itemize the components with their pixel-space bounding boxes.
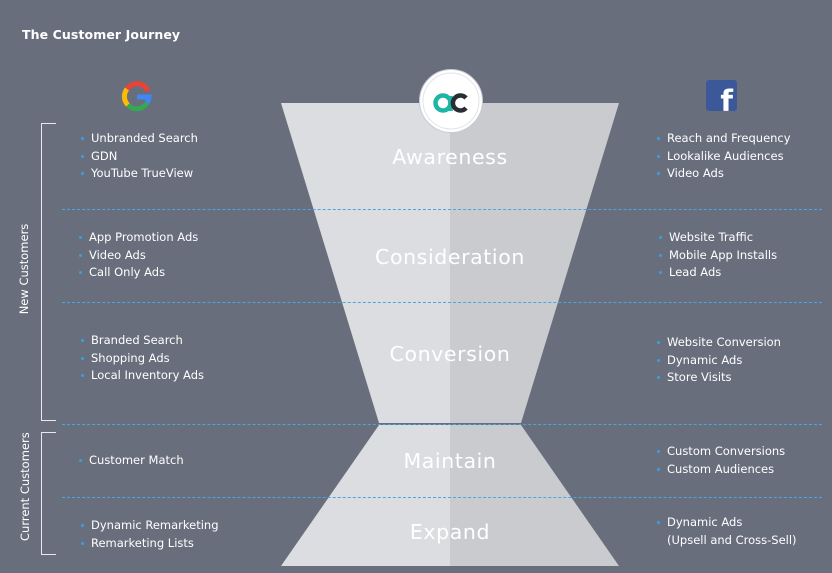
list-item: Video Ads <box>78 247 198 265</box>
facebook-logo-icon: f <box>706 80 737 111</box>
google-consideration-list: App Promotion Ads Video Ads Call Only Ad… <box>78 229 198 282</box>
google-awareness-list: Unbranded Search GDN YouTube TrueView <box>80 130 198 183</box>
google-logo-icon <box>121 81 152 112</box>
facebook-conversion-list: Website Conversion Dynamic Ads Store Vis… <box>656 334 781 387</box>
funnel-bottom-dark <box>450 425 619 566</box>
list-item: Custom Audiences <box>656 461 785 479</box>
google-maintain-list: Customer Match <box>78 452 184 470</box>
list-item: Unbranded Search <box>80 130 198 148</box>
stage-conversion: Conversion <box>389 342 511 366</box>
funnel-top-light <box>281 103 450 423</box>
list-item: Video Ads <box>656 165 791 183</box>
current-customers-label: Current Customers <box>18 432 32 541</box>
list-item: Store Visits <box>656 369 781 387</box>
list-item: Customer Match <box>78 452 184 470</box>
list-item: App Promotion Ads <box>78 229 198 247</box>
list-item: Mobile App Installs <box>658 247 777 265</box>
list-item: Dynamic Ads <box>656 352 781 370</box>
facebook-expand-list: Dynamic Ads (Upsell and Cross-Sell) <box>656 514 797 549</box>
page-title: The Customer Journey <box>22 27 181 42</box>
stage-maintain: Maintain <box>403 449 497 473</box>
facebook-awareness-list: Reach and Frequency Lookalike Audiences … <box>656 130 791 183</box>
facebook-consideration-list: Website Traffic Mobile App Installs Lead… <box>658 229 777 282</box>
google-expand-list: Dynamic Remarketing Remarketing Lists <box>80 517 219 552</box>
stage-separator <box>62 209 822 210</box>
list-item: Shopping Ads <box>80 350 204 368</box>
stage-separator <box>62 497 822 498</box>
list-item: (Upsell and Cross-Sell) <box>667 532 797 547</box>
google-conversion-list: Branded Search Shopping Ads Local Invent… <box>80 332 204 385</box>
list-item: Call Only Ads <box>78 264 198 282</box>
list-item: Lookalike Audiences <box>656 148 791 166</box>
funnel-top-dark <box>450 103 619 423</box>
list-item: Custom Conversions <box>656 443 785 461</box>
list-item: Dynamic Remarketing <box>80 517 219 535</box>
stage-awareness: Awareness <box>392 145 508 169</box>
new-customers-bracket <box>41 123 56 421</box>
stage-separator <box>62 424 822 425</box>
list-item: Local Inventory Ads <box>80 367 204 385</box>
stage-consideration: Consideration <box>375 245 525 269</box>
list-item: Website Conversion <box>656 334 781 352</box>
new-customers-label: New Customers <box>17 223 31 315</box>
funnel-bottom-light <box>281 425 450 566</box>
list-item: Website Traffic <box>658 229 777 247</box>
list-item: Lead Ads <box>658 264 777 282</box>
stage-expand: Expand <box>409 520 491 544</box>
current-customers-bracket <box>41 432 56 555</box>
list-item: Remarketing Lists <box>80 535 219 553</box>
list-item: YouTube TrueView <box>80 165 198 183</box>
list-item: Reach and Frequency <box>656 130 791 148</box>
facebook-maintain-list: Custom Conversions Custom Audiences <box>656 443 785 478</box>
ac-brand-logo-icon <box>419 69 483 133</box>
list-item: Dynamic Ads <box>656 514 797 532</box>
list-item: GDN <box>80 148 198 166</box>
stage-separator <box>62 302 822 303</box>
list-item: Branded Search <box>80 332 204 350</box>
